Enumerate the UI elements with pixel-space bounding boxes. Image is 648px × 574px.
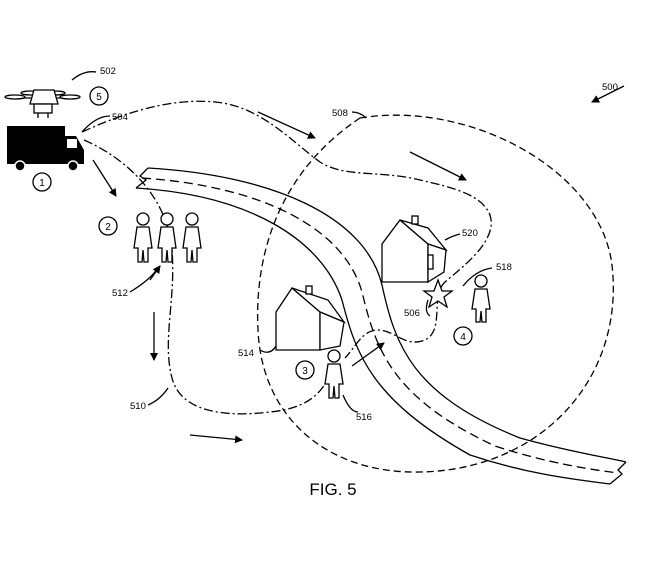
ref-508-label: 508 — [332, 108, 348, 119]
ref-500-label: 500 — [602, 82, 618, 93]
route-508 — [81, 100, 492, 359]
truck-icon — [7, 126, 84, 172]
person-516-icon — [324, 349, 344, 399]
ref-514-label: 514 — [238, 348, 254, 359]
step-marker-4 — [453, 326, 473, 346]
road-edge-inner — [135, 187, 611, 485]
step-5-label: 5 — [96, 92, 102, 103]
drone-icon — [4, 89, 81, 118]
ref-512-label: 512 — [112, 288, 128, 299]
house-520-icon — [381, 215, 448, 284]
road-end-left — [135, 167, 149, 189]
step-2-label: 2 — [105, 222, 111, 233]
step-4-label: 4 — [460, 332, 466, 343]
step-1-label: 1 — [39, 178, 45, 189]
ref-516-label: 516 — [356, 412, 372, 423]
step-markers: 1 2 3 4 5 — [32, 86, 473, 380]
ref-506-label: 506 — [404, 308, 420, 319]
ref-520-label: 520 — [462, 228, 478, 239]
direction-arrows — [92, 111, 467, 444]
people-group-icon — [133, 212, 202, 263]
person-518-icon — [471, 274, 491, 323]
arrow-512 — [149, 265, 161, 281]
step-3-label: 3 — [302, 366, 308, 377]
route-510 — [83, 139, 333, 415]
house-514-icon — [275, 285, 346, 351]
step-marker-1 — [32, 172, 52, 192]
step-marker-3 — [295, 360, 315, 380]
road-edge-outer — [147, 167, 627, 463]
arrow-500 — [591, 85, 625, 103]
step-marker-2 — [98, 216, 118, 236]
star-icon — [422, 278, 454, 309]
road-end-right — [609, 461, 627, 485]
figure-caption: FIG. 5 — [309, 480, 356, 499]
ref-504-label: 504 — [112, 112, 128, 123]
range-circle — [256, 114, 614, 473]
ref-518-label: 518 — [496, 262, 512, 273]
ref-502-label: 502 — [100, 66, 116, 77]
road-centerline — [141, 177, 619, 474]
step-marker-5 — [89, 86, 109, 106]
ref-510-label: 510 — [130, 401, 146, 412]
